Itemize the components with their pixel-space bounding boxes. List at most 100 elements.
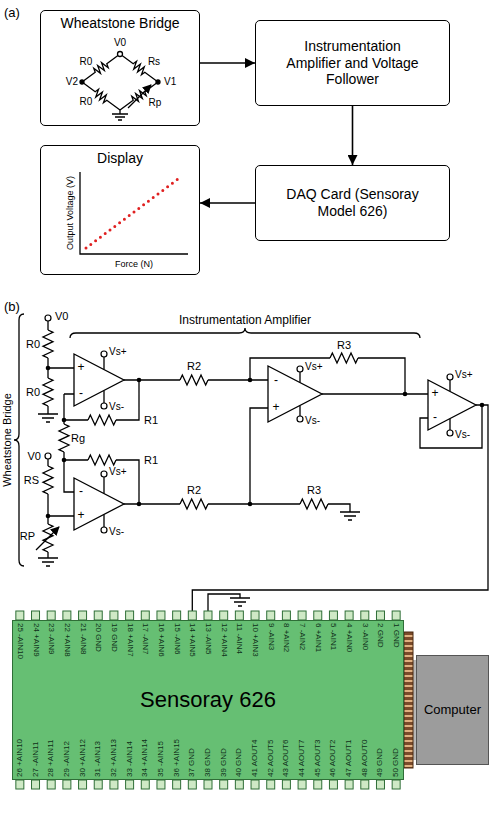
signal-label: + (272, 401, 279, 413)
junction-dot (248, 502, 253, 507)
pin (314, 611, 322, 620)
node-text: Instrumentation Amplifier and Voltage Fo… (283, 38, 423, 88)
pin-label: 29 -AIN12 (63, 741, 71, 777)
signal-label: V0 (55, 311, 68, 322)
pin (16, 780, 24, 789)
terminal (447, 374, 453, 380)
pin (392, 611, 400, 620)
signal-label: Output Voltage (V) (66, 176, 75, 250)
pin-label: 28 +AIN11 (47, 740, 55, 777)
signal-label: R2 (187, 361, 201, 372)
signal-label: R1 (144, 455, 158, 466)
pin (298, 780, 306, 789)
pin (126, 780, 134, 789)
pin-label: 37 GND (188, 748, 196, 777)
pin (314, 780, 322, 789)
pin (235, 611, 243, 620)
signal-label: (a) (4, 6, 20, 19)
pin (251, 611, 259, 620)
block-box: Wheatstone Bridge (40, 10, 200, 126)
opamp-symbol (74, 354, 476, 530)
pin-label: 27 -AIN11 (32, 742, 40, 777)
signal-label: - (79, 387, 83, 399)
junction-dot (62, 458, 67, 463)
terminal (297, 416, 303, 422)
block-box: Display (40, 145, 200, 275)
pin-label: 33 -AIN14 (126, 741, 134, 777)
signal-label: Instrumentation Amplifier (179, 314, 311, 326)
pin (282, 780, 290, 789)
signal-label: - (79, 485, 83, 497)
junction-dot (248, 378, 253, 383)
pin (63, 611, 71, 620)
pin-label: 44 AOUT7 (298, 740, 306, 777)
junction-dot (46, 514, 51, 519)
pin-label: 45 AOUT3 (314, 740, 322, 777)
pin-label: 19 GND (110, 623, 118, 652)
pin (94, 611, 102, 620)
pin-label: 49 GND (376, 748, 384, 777)
signal-label: Vs- (305, 416, 320, 426)
terminal (297, 366, 303, 372)
pin (173, 780, 181, 789)
pin-label: 24 +AIN9 (32, 623, 40, 657)
pin (79, 780, 87, 789)
pin-label: 32 +AIN13 (110, 739, 118, 777)
pin (220, 611, 228, 620)
pin (204, 611, 212, 620)
pin-label: 3 -AIN0 (361, 623, 369, 650)
node-text: Sensoray 626 (140, 687, 276, 713)
signal-label: Vs- (109, 527, 124, 537)
pin (345, 780, 353, 789)
signal-label: Rs (148, 57, 160, 67)
pin-label: 48 AOUT0 (361, 740, 369, 777)
pin-label: 40 GND (235, 748, 243, 777)
resistor-symbol (80, 51, 123, 85)
pin-label: 30 +AIN12 (79, 739, 87, 777)
signal-label: R3 (337, 340, 351, 351)
pin-label: 31 -AIN13 (94, 741, 102, 777)
terminal (101, 403, 107, 409)
pin-label: 47 AOUT1 (345, 740, 353, 777)
signal-label: + (431, 387, 438, 399)
junctions (46, 366, 485, 519)
computer-box: Computer (416, 655, 489, 765)
pin (63, 780, 71, 789)
signal-label: Wheatstone Bridge (2, 393, 13, 487)
signal-label: Force (N) (115, 260, 153, 269)
pin-label: 7 -AIN2 (298, 623, 306, 650)
variable-arrow (128, 85, 151, 108)
pin (376, 780, 384, 789)
pin (204, 780, 212, 789)
pin-label: 16 +AIN6 (157, 623, 165, 657)
signal-label: Vs- (109, 402, 124, 412)
pin (188, 611, 196, 620)
pin-label: 26 +AIN10 (16, 739, 24, 777)
pin-label: 13 -AIN5 (204, 623, 212, 655)
pin-label: 14 +AIN5 (188, 623, 196, 657)
node-text: Wheatstone Bridge (60, 15, 179, 32)
signal-label: V0 (28, 451, 41, 462)
signal-label: Vs+ (109, 347, 127, 357)
pin-label: 5 -AIN1 (329, 623, 337, 650)
pin (361, 611, 369, 620)
node-text: DAQ Card (Sensoray Model 626) (278, 186, 428, 220)
data-line (86, 176, 182, 248)
signal-label: Vs+ (305, 362, 323, 372)
terminal (156, 80, 160, 84)
pin (282, 611, 290, 620)
terminal (45, 315, 51, 321)
signal-label: Rp (149, 98, 162, 108)
mini-chart (80, 172, 188, 254)
pin-label: 12 +AIN4 (220, 623, 228, 657)
signal-label: RS (24, 475, 39, 486)
junction-dot (62, 418, 67, 423)
pin-label: 1 GND (392, 623, 400, 647)
junction-dot (137, 502, 142, 507)
signal-label: R2 (187, 485, 201, 496)
pin-label: 4 +AIN0 (345, 623, 353, 652)
pin (16, 611, 24, 620)
pin-label: 23 -AIN9 (47, 623, 55, 655)
pin-label: 22 +AIN8 (63, 623, 71, 657)
